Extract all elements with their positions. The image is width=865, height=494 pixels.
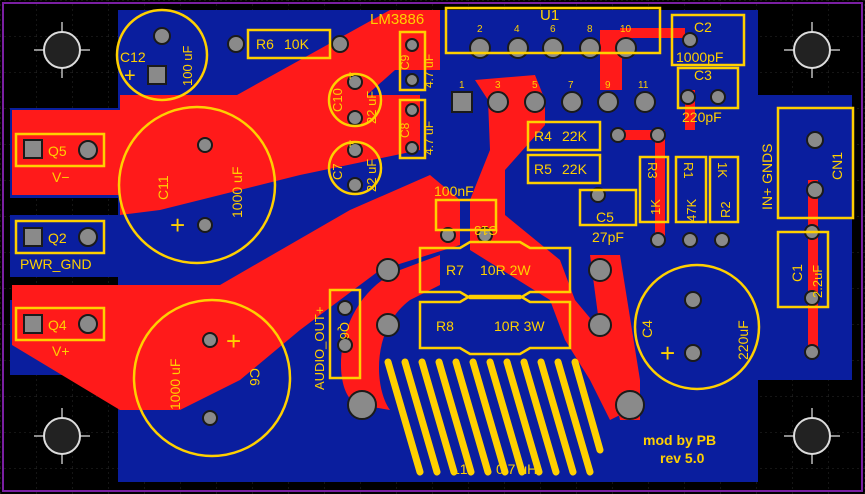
r1-value: 47K [684,199,699,222]
c12-plus: + [124,65,136,87]
c13-ref: C13 [474,223,498,238]
q4-ref: Q4 [48,317,67,333]
inductor-coil [384,358,604,476]
r2-ref: R2 [718,201,733,218]
c12-value: 100 uF [180,45,195,86]
r6-value: 10K [284,36,310,52]
pin-8: 8 [587,24,593,35]
c2-ref: C2 [694,19,712,35]
r5-value: 22K [562,161,588,177]
cn1-label: IN+ GNDS [759,143,775,210]
pin-9: 9 [605,80,611,91]
c11-value: 1000 uF [229,167,245,218]
q6-label: AUDIO_OUT+ [312,307,327,390]
pin-5: 5 [532,80,538,91]
r8-ref: R8 [436,318,454,334]
pin-1: 1 [459,80,465,91]
r2-value: 1K [715,162,730,178]
c9-ref: C9 [398,54,412,70]
c10-plus: + [346,67,354,83]
r8-value: 10R 3W [494,318,545,334]
chip-label: LM3886 [370,11,424,28]
q2-label: PWR_GND [20,256,92,272]
cn1-ref: CN1 [829,152,845,180]
r7-value: 10R 2W [480,262,531,278]
c4-plus: + [660,338,675,368]
pin-6: 6 [550,24,556,35]
pin-4: 4 [514,24,520,35]
pin-10: 10 [620,24,632,35]
c6-plus: + [226,326,241,356]
c8-ref: C8 [398,122,412,138]
pin-2: 2 [477,24,483,35]
c9-value: 4.7 uF [422,54,436,88]
c7-value: 22 uF [364,159,379,192]
pin-7: 7 [568,80,574,91]
c7-ref: C7 [330,163,345,180]
c5-value: 27pF [592,229,624,245]
c8-value: 4.7 uF [422,121,436,155]
c1-ref: C1 [789,264,805,282]
c6-ref: C6 [247,368,263,386]
c4-ref: C4 [639,320,655,338]
r3-value: 1K [648,199,663,215]
c7-plus: + [346,135,354,151]
pin-11: 11 [638,80,649,91]
c3-value: 220pF [682,109,722,125]
mod-line2: rev 5.0 [660,450,705,466]
chip-ref: U1 [540,7,559,24]
c1-value: 2.2uF [810,265,825,298]
mount-hole-icon [34,22,840,464]
q6-ref: Q6 [337,322,352,339]
c10-value: 22 uF [364,91,379,124]
q5-ref: Q5 [48,143,67,159]
c13-value: 100nF [434,183,474,199]
r7-ref: R7 [446,262,464,278]
r4-value: 22K [562,128,588,144]
c10-ref: C10 [330,88,345,112]
c11-ref: C11 [155,175,171,200]
l1-value: 0.7 uH [496,461,537,477]
silkscreen-outlines [14,6,855,458]
r3-ref: R3 [645,162,660,179]
c11-plus: + [170,210,185,240]
pin-3: 3 [495,80,501,91]
c4-value: 220uF [735,320,751,360]
c3-ref: C3 [694,67,712,83]
r6-ref: R6 [256,36,274,52]
c2-value: 1000pF [676,49,723,65]
r4-ref: R4 [534,128,552,144]
r1-ref: R1 [681,162,696,179]
c12-ref: C12 [120,49,146,65]
q5-label: V− [52,169,70,185]
r5-ref: R5 [534,161,552,177]
mod-line1: mod by PB [643,432,716,448]
q2-ref: Q2 [48,230,67,246]
c5-ref: C5 [596,209,614,225]
l1-ref: L1 [452,461,468,477]
c6-value: 1000 uF [167,359,183,410]
silkscreen-text: LM3886 U1 1 2 3 4 5 6 7 8 9 10 11 C12 10… [20,7,845,477]
q4-label: V+ [52,343,70,359]
